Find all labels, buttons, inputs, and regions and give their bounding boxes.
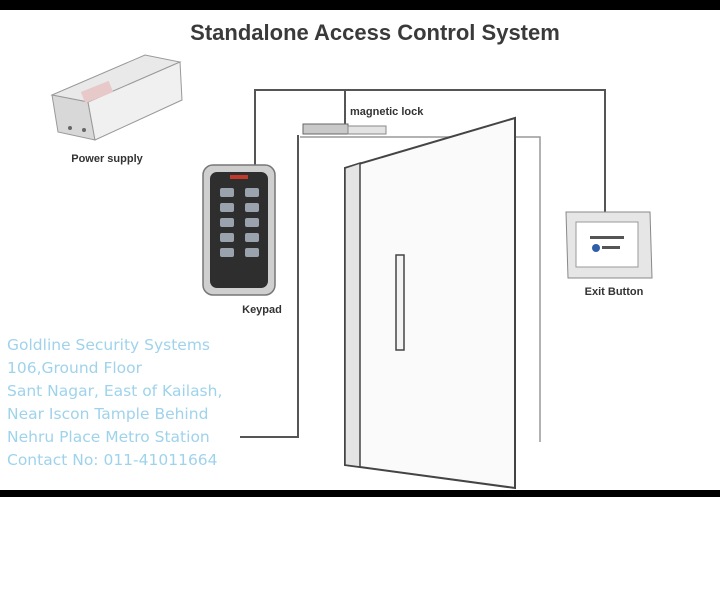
exit-button-label: Exit Button [585,286,644,298]
address-line: Sant Nagar, East of Kailash, [7,382,223,400]
magnetic-lock-label: magnetic lock [350,106,424,118]
magnetic-lock-icon [302,123,387,135]
contact-number: Contact No: 011-41011664 [7,451,218,469]
keypad-label: Keypad [242,304,282,316]
exit-button-icon [565,211,653,279]
address-line: 106,Ground Floor [7,359,143,377]
top-band [0,0,720,10]
power-supply-label: Power supply [71,153,143,165]
access-control-diagram: Standalone Access Control System Power s… [50,20,653,490]
wiring [240,89,606,438]
power-supply-icon [50,54,183,141]
door-icon [300,116,541,490]
address-line: Near Iscon Tample Behind [7,405,209,423]
keypad-icon [202,164,276,296]
bottom-band [0,490,720,497]
company-name: Goldline Security Systems [7,336,210,354]
company-address-block: Goldline Security Systems 106,Ground Flo… [7,334,222,472]
diagram-title: Standalone Access Control System [190,20,560,45]
address-line: Nehru Place Metro Station [7,428,210,446]
